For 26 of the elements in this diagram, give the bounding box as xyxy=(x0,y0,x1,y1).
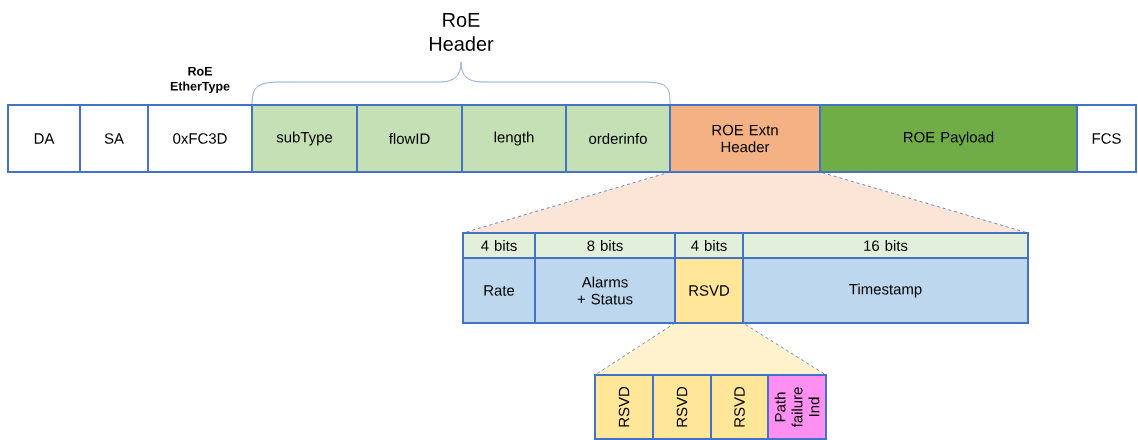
field-cell: SA xyxy=(79,104,149,173)
reserved-field-cell: RSVD xyxy=(674,257,744,324)
reserved-field-cell: RSVD xyxy=(710,374,769,440)
header-field-cell: flowID xyxy=(356,104,463,173)
header-field-cell: length xyxy=(461,104,567,173)
flag-field-cell: Path failure Ind xyxy=(767,374,827,440)
node-label: RSVD xyxy=(734,386,745,427)
payload-cell: ROE Payload xyxy=(819,104,1078,173)
field-cell: 0xFC3D xyxy=(147,104,253,173)
field-cell: Rate xyxy=(462,257,536,324)
node-label: RSVD xyxy=(618,386,630,427)
field-cell: DA xyxy=(7,104,81,173)
field-cell: Timestamp xyxy=(742,257,1029,324)
reserved-field-cell: RSVD xyxy=(594,374,654,440)
extension-header-cell: ROE Extn Header xyxy=(669,104,821,173)
bit-width-cell: 4 bits xyxy=(674,232,744,259)
header-field-cell: orderinfo xyxy=(565,104,671,173)
reserved-field-cell: RSVD xyxy=(652,374,712,440)
header-label: RoE Header xyxy=(429,13,494,51)
field-group-label: RoE EtherType xyxy=(170,66,230,94)
field-cell: FCS xyxy=(1076,104,1137,173)
field-cell: Alarms + Status xyxy=(534,257,676,324)
bit-width-cell: 4 bits xyxy=(462,232,536,259)
zoom-projection xyxy=(594,322,827,376)
node-label: RSVD xyxy=(676,386,688,427)
header-field-cell: subType xyxy=(251,104,358,173)
